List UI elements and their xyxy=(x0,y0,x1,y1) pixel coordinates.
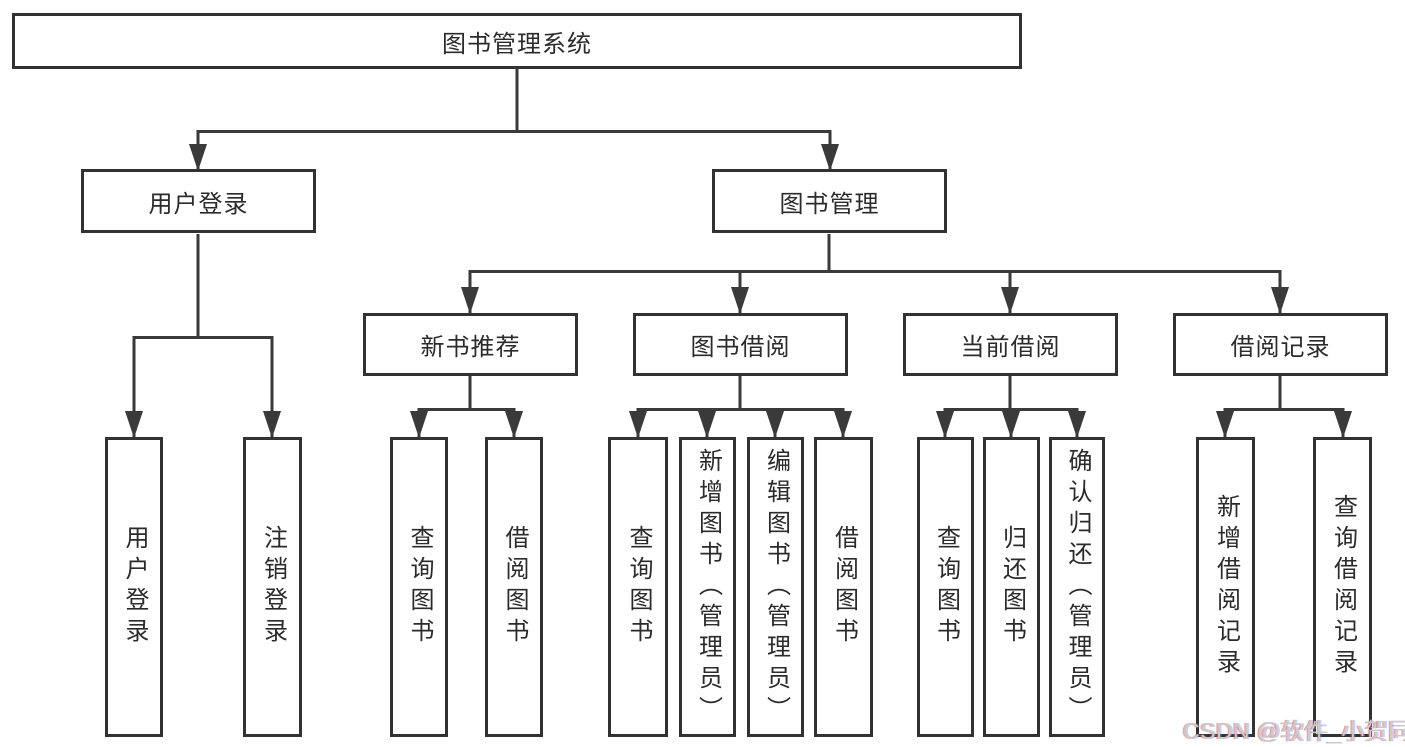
node-label: 注销登录 xyxy=(259,525,287,649)
leaf-borrow-books-2: 借阅图书 xyxy=(814,437,873,737)
node-current-borrowing: 当前借阅 xyxy=(903,313,1118,376)
leaf-edit-book-admin: 编辑图书（管理员） xyxy=(747,437,804,737)
node-book-borrowing: 图书借阅 xyxy=(633,313,848,376)
node-label: 编辑图书（管理员） xyxy=(762,447,790,727)
leaf-borrow-books: 借阅图书 xyxy=(485,437,543,737)
node-borrowing-records: 借阅记录 xyxy=(1173,313,1388,376)
node-label: 新增借阅记录 xyxy=(1212,494,1240,680)
node-label: 当前借阅 xyxy=(960,334,1061,361)
node-user-login: 用户登录 xyxy=(81,169,316,233)
node-label: 借阅图书 xyxy=(830,525,858,649)
leaf-query-books: 查询图书 xyxy=(390,437,448,737)
leaf-add-book-admin: 新增图书（管理员） xyxy=(679,437,736,737)
node-new-book-recommendation: 新书推荐 xyxy=(363,313,578,376)
leaf-query-books-3: 查询图书 xyxy=(917,437,974,737)
leaf-confirm-return-admin: 确认归还（管理员） xyxy=(1049,437,1105,737)
leaf-return-books: 归还图书 xyxy=(983,437,1040,737)
node-label: 查询图书 xyxy=(406,525,433,649)
watermark: CSDN @软件_小贺同学 xyxy=(1183,718,1405,744)
node-label: 用户登录 xyxy=(148,190,249,218)
node-book-management: 图书管理 xyxy=(712,169,947,233)
node-label: 确认归还（管理员） xyxy=(1064,447,1091,727)
leaf-add-borrow-record: 新增借阅记录 xyxy=(1196,437,1255,737)
node-label: 查询图书 xyxy=(625,525,652,649)
node-label: 新增图书（管理员） xyxy=(694,447,722,727)
leaf-user-login: 用户登录 xyxy=(105,437,163,737)
leaf-query-borrow-record: 查询借阅记录 xyxy=(1313,437,1372,737)
node-label: 图书借阅 xyxy=(690,334,791,361)
leaf-query-books-2: 查询图书 xyxy=(608,437,668,737)
node-label: 新书推荐 xyxy=(420,334,521,361)
node-label: 归还图书 xyxy=(998,525,1026,649)
node-label: 用户登录 xyxy=(121,525,148,649)
node-label: 图书管理系统 xyxy=(442,30,592,58)
node-label: 图书管理 xyxy=(779,190,880,218)
leaf-logout: 注销登录 xyxy=(243,437,302,737)
node-label: 查询图书 xyxy=(932,525,960,649)
node-label: 借阅记录 xyxy=(1230,334,1331,361)
connector-lines xyxy=(125,69,1352,438)
node-library-system: 图书管理系统 xyxy=(12,13,1022,69)
node-label: 借阅图书 xyxy=(501,525,528,649)
node-label: 查询借阅记录 xyxy=(1329,494,1357,680)
